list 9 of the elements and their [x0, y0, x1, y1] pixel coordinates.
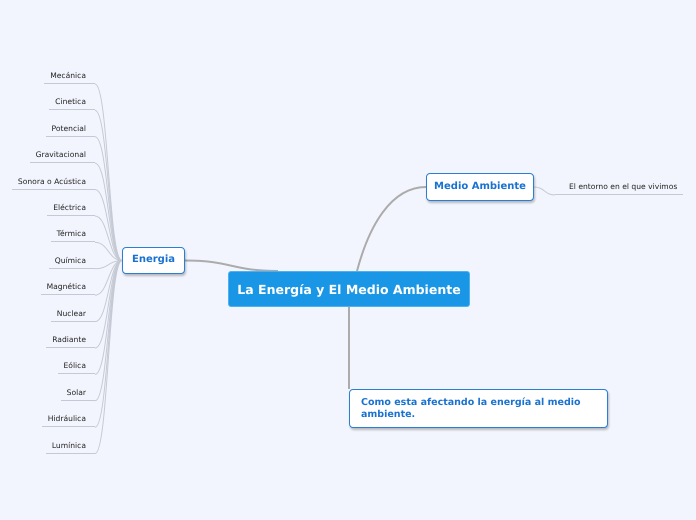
connector-line: [356, 186, 426, 272]
connector-line: [534, 186, 556, 196]
topic-box: Energia: [122, 247, 185, 274]
connector-line: [94, 242, 122, 261]
central-topic-box: La Energía y El Medio Ambiente: [228, 271, 470, 307]
connector-line: [184, 260, 278, 272]
topic-box: Medio Ambiente: [426, 173, 534, 201]
connector-line: [348, 307, 350, 389]
topic-box: Como esta afectando la energía al medio ambiente.: [349, 389, 608, 428]
